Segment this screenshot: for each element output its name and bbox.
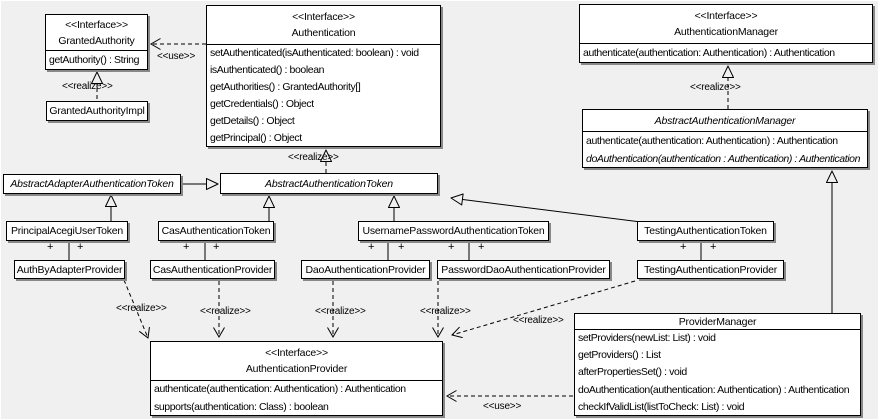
use-stereotype-label: <<use>>: [483, 401, 522, 412]
method: authenticate(authentication: Authenticat…: [154, 383, 406, 395]
realize-stereotype-label: <<realize>>: [200, 306, 251, 317]
association-end-plus: +: [368, 241, 375, 253]
class-header: <<Interface>> Authentication: [207, 6, 440, 45]
method: getDetails() : Object: [210, 115, 295, 128]
method: getAuthorities() : GrantedAuthority[]: [210, 81, 361, 94]
class-auth-by-adapter-provider[interactable]: AuthByAdapterProvider: [14, 260, 125, 279]
class-name: Authentication: [291, 27, 356, 39]
realize-stereotype-label: <<realize>>: [62, 81, 113, 92]
method: getCredentials() : Object: [210, 98, 314, 111]
class-header: ProviderManager: [575, 314, 860, 330]
methods-compartment: setAuthenticated(isAuthenticated: boolea…: [207, 45, 440, 148]
realize-stereotype-label: <<realize>>: [690, 82, 741, 93]
class-abstract-adapter-authentication-token[interactable]: AbstractAdapterAuthenticationToken: [3, 174, 181, 194]
class-name: TestingAuthenticationToken: [644, 225, 767, 237]
class-username-password-authentication-token[interactable]: UsernamePasswordAuthenticationToken: [358, 221, 549, 241]
association-end-plus: +: [448, 241, 455, 253]
method: setProviders(newList: List) : void: [578, 332, 716, 344]
class-name: ProviderManager: [678, 315, 757, 328]
class-testing-authentication-provider[interactable]: TestingAuthenticationProvider: [637, 260, 784, 279]
class-name: GrantedAuthority: [58, 34, 135, 47]
class-authentication[interactable]: <<Interface>> Authentication setAuthenti…: [206, 5, 441, 147]
methods-compartment: setProviders(newList: List) : void getPr…: [575, 330, 860, 416]
class-provider-manager[interactable]: ProviderManager setProviders(newList: Li…: [574, 313, 861, 416]
realize-stereotype-label: <<realize>>: [116, 303, 167, 314]
class-dao-authentication-provider[interactable]: DaoAuthenticationProvider: [301, 260, 430, 279]
class-name: DaoAuthenticationProvider: [305, 263, 426, 276]
class-name: AbstractAdapterAuthenticationToken: [10, 178, 174, 190]
class-header: <<Interface>> GrantedAuthority: [46, 15, 147, 51]
class-name: AbstractAuthenticationManager: [654, 114, 796, 127]
class-granted-authority-impl[interactable]: GrantedAuthorityImpl: [46, 101, 148, 121]
association-end-plus: +: [398, 241, 405, 253]
association-end-plus: +: [183, 241, 190, 253]
method: authenticate(authentication: Authenticat…: [583, 47, 835, 59]
method: getProviders() : List: [578, 349, 661, 362]
class-authentication-manager[interactable]: <<Interface>> AuthenticationManager auth…: [579, 4, 873, 63]
realize-stereotype-label: <<realize>>: [288, 152, 339, 163]
class-authentication-provider[interactable]: <<Interface>> AuthenticationProvider aut…: [150, 341, 443, 416]
method: getAuthority() : String: [49, 54, 140, 66]
method: getPrincipal() : Object: [210, 132, 302, 145]
class-name: UsernamePasswordAuthenticationToken: [362, 225, 545, 237]
class-name: AuthenticationProvider: [245, 363, 348, 375]
method: supports(authentication: Class) : boolea…: [154, 400, 329, 413]
class-name: AbstractAuthenticationToken: [265, 177, 393, 190]
stereotype-label: <<Interface>>: [65, 18, 128, 31]
class-name: TestingAuthenticationProvider: [643, 263, 778, 276]
class-cas-authentication-token[interactable]: CasAuthenticationToken: [158, 221, 274, 241]
class-name: AuthByAdapterProvider: [16, 263, 123, 276]
association-end-plus: +: [77, 241, 84, 253]
association-end-plus: +: [680, 241, 687, 253]
association-end-plus: +: [478, 241, 485, 253]
methods-compartment: authenticate(authentication: Authenticat…: [583, 132, 867, 168]
association-end-plus: +: [710, 241, 717, 253]
class-header: AbstractAuthenticationManager: [583, 110, 867, 132]
method: setAuthenticated(isAuthenticated: boolea…: [210, 47, 419, 59]
class-password-dao-authentication-provider[interactable]: PasswordDaoAuthenticationProvider: [437, 260, 610, 279]
method: afterPropertiesSet() : void: [578, 366, 687, 379]
class-abstract-authentication-manager[interactable]: AbstractAuthenticationManager authentica…: [582, 109, 868, 168]
method: isAuthenticated() : boolean: [210, 64, 325, 77]
class-abstract-authentication-token[interactable]: AbstractAuthenticationToken: [220, 173, 438, 194]
association-end-plus: +: [47, 241, 54, 253]
class-header: <<Interface>> AuthenticationProvider: [151, 342, 442, 381]
use-stereotype-label: <<use>>: [157, 51, 196, 62]
class-name: CasAuthenticationToken: [161, 225, 271, 237]
realize-stereotype-label: <<realize>>: [513, 315, 564, 326]
class-header: <<Interface>> AuthenticationManager: [580, 5, 872, 44]
stereotype-label: <<Interface>>: [292, 11, 355, 23]
class-name: CasAuthenticationProvider: [152, 263, 273, 276]
stereotype-label: <<Interface>>: [265, 347, 328, 359]
methods-compartment: getAuthority() : String: [46, 51, 147, 70]
method: doAuthentication(authentication: Authent…: [578, 383, 850, 396]
class-name: GrantedAuthorityImpl: [49, 105, 145, 117]
association-end-plus: +: [213, 241, 220, 253]
class-name: AuthenticationManager: [674, 26, 778, 38]
method: authenticate(authentication: Authenticat…: [586, 135, 838, 147]
generalization-testing-token-to-abstract-token: [451, 198, 642, 223]
methods-compartment: authenticate(authentication: Authenticat…: [580, 44, 872, 63]
method: checkIfValidList(listToCheck: List) : vo…: [578, 400, 745, 413]
class-testing-authentication-token[interactable]: TestingAuthenticationToken: [637, 221, 774, 241]
class-name: PrincipalAcegiUserToken: [10, 225, 124, 237]
class-principal-acegi-user-token[interactable]: PrincipalAcegiUserToken: [6, 221, 128, 241]
realize-stereotype-label: <<realize>>: [315, 306, 366, 317]
methods-compartment: authenticate(authentication: Authenticat…: [151, 381, 442, 416]
method: doAuthentication(authentication : Authen…: [586, 153, 861, 165]
class-cas-authentication-provider[interactable]: CasAuthenticationProvider: [150, 260, 275, 279]
class-granted-authority[interactable]: <<Interface>> GrantedAuthority getAuthor…: [45, 14, 148, 70]
realize-stereotype-label: <<realize>>: [420, 306, 471, 317]
class-name: PasswordDaoAuthenticationProvider: [441, 263, 606, 276]
stereotype-label: <<Interface>>: [694, 10, 758, 22]
